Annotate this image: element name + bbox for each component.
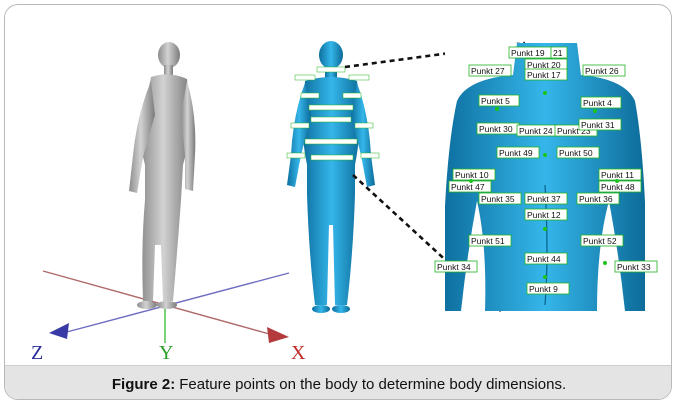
svg-text:Punkt 27: Punkt 27 [471, 66, 505, 76]
point-label-5: Punkt 5 [479, 95, 519, 106]
point-label-19: Punkt 19 [509, 47, 551, 58]
axis-x-label: X [291, 342, 306, 364]
point-label-49: Punkt 49 [497, 147, 539, 158]
svg-text:Punkt 11: Punkt 11 [601, 170, 634, 180]
point-label-37: Punkt 37 [525, 193, 567, 204]
svg-text:Punkt 5: Punkt 5 [481, 96, 510, 106]
svg-text:Punkt 37: Punkt 37 [527, 194, 561, 204]
grey-mannequin [129, 42, 195, 309]
point-label-17: Punkt 17 [525, 69, 567, 80]
svg-text:Punkt 47: Punkt 47 [451, 182, 485, 192]
svg-text:Punkt 50: Punkt 50 [559, 148, 593, 158]
svg-text:Punkt 51: Punkt 51 [471, 236, 505, 246]
point-label-51: Punkt 51 [469, 235, 511, 246]
svg-text:Punkt 17: Punkt 17 [527, 70, 561, 80]
point-label-4: Punkt 4 [581, 97, 621, 108]
point-label-11: Punkt 11 [599, 169, 641, 180]
svg-text:Punkt 26: Punkt 26 [585, 66, 619, 76]
svg-text:Punkt 19: Punkt 19 [511, 48, 545, 58]
svg-text:Punkt 12: Punkt 12 [527, 210, 561, 220]
svg-text:Punkt 48: Punkt 48 [601, 182, 635, 192]
point-label-27: Punkt 27 [469, 65, 511, 76]
point-label-44: Punkt 44 [525, 253, 567, 264]
point-label-31: Punkt 31 [579, 119, 621, 130]
svg-text:Punkt 44: Punkt 44 [527, 254, 561, 264]
point-label-33: Punkt 33 [615, 261, 657, 272]
svg-text:Punkt 34: Punkt 34 [437, 262, 471, 272]
svg-text:Punkt 49: Punkt 49 [499, 148, 533, 158]
figure-caption: Figure 2: Feature points on the body to … [5, 365, 672, 400]
point-label-48: Punkt 48 [599, 181, 641, 192]
point-label-34: Punkt 34 [435, 261, 477, 272]
point-label-10: Punkt 10 [453, 169, 495, 180]
svg-text:Punkt 31: Punkt 31 [581, 120, 615, 130]
point-label-24: Punkt 24 [517, 125, 559, 136]
axis-y-label: Y [159, 342, 173, 364]
svg-text:Punkt 35: Punkt 35 [481, 194, 515, 204]
svg-text:21: 21 [553, 48, 563, 58]
svg-text:Punkt 10: Punkt 10 [455, 170, 489, 180]
svg-text:Punkt 9: Punkt 9 [529, 284, 558, 294]
point-label-35: Punkt 35 [479, 193, 521, 204]
point-label-36: Punkt 36 [577, 193, 619, 204]
blue-full-body [287, 41, 375, 313]
svg-text:Punkt 24: Punkt 24 [519, 126, 553, 136]
svg-text:Punkt 4: Punkt 4 [583, 98, 612, 108]
point-label-12: Punkt 12 [525, 209, 567, 220]
svg-text:Punkt 30: Punkt 30 [479, 124, 513, 134]
point-label-30: Punkt 30 [477, 123, 519, 134]
caption-label: Figure 2: [112, 376, 175, 393]
caption-text: Feature points on the body to determine … [179, 376, 566, 393]
figure-image: Z Y X [5, 5, 672, 365]
point-label-9: Punkt 9 [527, 283, 569, 294]
svg-text:Punkt 33: Punkt 33 [617, 262, 651, 272]
point-label-26: Punkt 26 [583, 65, 625, 76]
axis-z-label: Z [31, 342, 43, 364]
svg-text:Punkt 52: Punkt 52 [583, 236, 617, 246]
figure-frame: Z Y X [4, 4, 672, 400]
svg-text:Punkt 36: Punkt 36 [579, 194, 613, 204]
svg-text:Punkt 20: Punkt 20 [527, 60, 561, 70]
point-label-50: Punkt 50 [557, 147, 599, 158]
point-label-21: 21 [551, 47, 567, 58]
point-label-20: Punkt 20 [525, 59, 567, 70]
point-label-52: Punkt 52 [581, 235, 623, 246]
